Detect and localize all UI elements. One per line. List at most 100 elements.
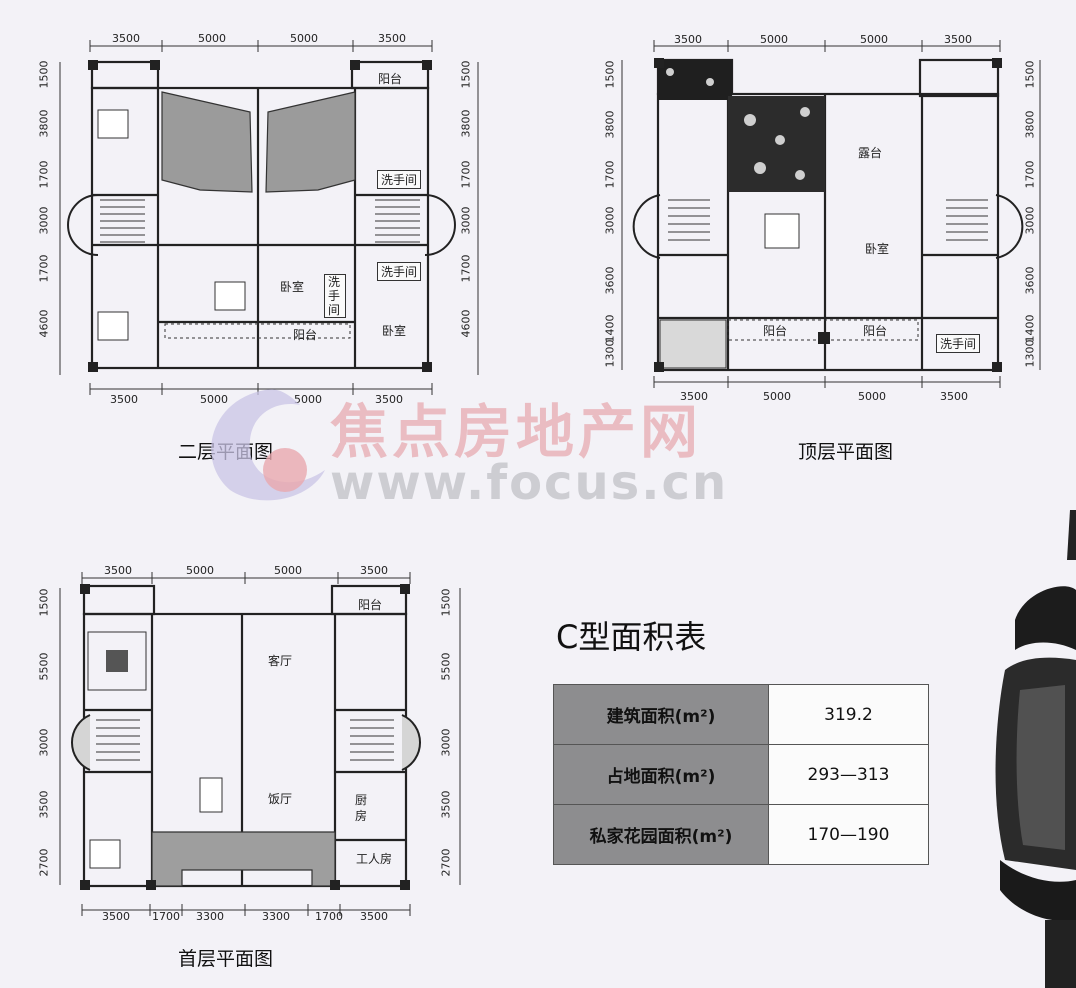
street-lamp-image: [995, 510, 1076, 988]
room-bedroom-center: 卧室: [280, 280, 305, 294]
dim-top-2: 5000: [760, 33, 788, 46]
dim-top-2: 5000: [198, 32, 226, 45]
dim-left-6: 1400: [603, 314, 617, 343]
table-row: 私家花园面积(m²) 170—190: [553, 804, 929, 865]
dim-right-5: 1700: [459, 254, 473, 283]
dim-right-5: 3600: [1023, 266, 1037, 295]
dim-top-4: 3500: [378, 32, 406, 45]
room-balcony-right: 阳台: [863, 324, 888, 338]
dim-left-4: 3500: [37, 790, 51, 819]
row-label: 私家花园面积(m²): [553, 804, 769, 865]
dim-bottom-1: 3500: [110, 393, 138, 406]
dim-top-2: 5000: [186, 564, 214, 577]
dim-left-3: 3000: [37, 728, 51, 757]
row-value: 170—190: [768, 804, 929, 865]
first-floor-caption: 首层平面图: [178, 948, 274, 970]
dim-left-1: 1500: [37, 60, 51, 89]
dim-bottom-4: 3500: [375, 393, 403, 406]
first-floor-drawing: [59, 572, 461, 916]
room-bedroom: 卧室: [865, 242, 890, 256]
room-balcony-top: 阳台: [378, 72, 403, 86]
dim-top-3: 5000: [290, 32, 318, 45]
room-bath: 洗手间: [936, 334, 981, 353]
dim-right-2: 3800: [1023, 110, 1037, 139]
dim-right-3: 1700: [1023, 160, 1037, 189]
dim-right-5: 2700: [439, 848, 453, 877]
dim-bottom-2: 1700: [152, 910, 180, 923]
top-floor-drawing: [621, 40, 1041, 388]
room-dining: 饭厅: [268, 792, 293, 806]
dim-bottom-3: 3300: [196, 910, 224, 923]
dim-left-5: 1700: [37, 254, 51, 283]
dim-bottom-1: 3500: [102, 910, 130, 923]
room-servant: 工人房: [356, 852, 393, 866]
dim-left-2: 3800: [603, 110, 617, 139]
dim-bottom-1: 3500: [680, 390, 708, 403]
dim-top-1: 3500: [112, 32, 140, 45]
dim-right-3: 3000: [439, 728, 453, 757]
row-value: 319.2: [768, 684, 929, 745]
dim-bottom-2: 5000: [200, 393, 228, 406]
dim-left-6: 4600: [37, 309, 51, 338]
row-label: 建筑面积(m²): [553, 684, 769, 745]
dim-left-2: 3800: [37, 109, 51, 138]
top-floor-plan: 3500 5000 5000 3500 3500 5000 5000 3500 …: [560, 0, 1076, 470]
dim-right-4: 3500: [439, 790, 453, 819]
dim-right-1: 1500: [1023, 60, 1037, 89]
room-bath-right-2: 洗手间: [377, 262, 422, 281]
dim-top-4: 3500: [944, 33, 972, 46]
dim-left-5: 3600: [603, 266, 617, 295]
dim-left-7: 1300: [603, 339, 617, 368]
room-bath-center: 洗手间: [324, 274, 346, 318]
dim-left-2: 5500: [37, 652, 51, 681]
dim-right-6: 1400: [1023, 314, 1037, 343]
dim-left-4: 3000: [603, 206, 617, 235]
row-label: 占地面积(m²): [553, 744, 769, 805]
dim-bottom-4: 3500: [940, 390, 968, 403]
room-bedroom-right: 卧室: [382, 324, 407, 338]
dim-bottom-5: 1700: [315, 910, 343, 923]
watermark-site-name: 焦点房地产网: [330, 398, 703, 466]
table-row: 建筑面积(m²) 319.2: [553, 684, 929, 745]
dim-bottom-2: 5000: [763, 390, 791, 403]
room-terrace: 露台: [858, 146, 883, 160]
top-floor-caption: 顶层平面图: [798, 441, 894, 463]
room-living: 客厅: [268, 654, 293, 668]
room-balcony: 阳台: [358, 598, 383, 612]
dim-right-7: 1300: [1023, 339, 1037, 368]
table-row: 占地面积(m²) 293—313: [553, 744, 929, 805]
dim-left-1: 1500: [37, 588, 51, 617]
dim-left-4: 3000: [37, 206, 51, 235]
dim-top-1: 3500: [104, 564, 132, 577]
room-kitchen: 厨房: [355, 793, 368, 823]
dim-top-4: 3500: [360, 564, 388, 577]
dim-right-1: 1500: [439, 588, 453, 617]
dim-right-1: 1500: [459, 60, 473, 89]
dim-right-4: 3000: [459, 206, 473, 235]
dim-bottom-3: 5000: [858, 390, 886, 403]
dim-right-4: 3000: [1023, 206, 1037, 235]
dim-left-3: 1700: [603, 160, 617, 189]
dim-top-3: 5000: [274, 564, 302, 577]
room-balcony-left: 阳台: [763, 324, 788, 338]
area-table: 建筑面积(m²) 319.2 占地面积(m²) 293—313 私家花园面积(m…: [553, 684, 929, 865]
dim-left-3: 1700: [37, 160, 51, 189]
first-floor-plan: 3500 5000 5000 3500 3500 1700 3300 3300 …: [0, 540, 520, 988]
dim-top-3: 5000: [860, 33, 888, 46]
dim-right-2: 5500: [439, 652, 453, 681]
dim-right-6: 4600: [459, 309, 473, 338]
dim-bottom-6: 3500: [360, 910, 388, 923]
watermark-url: www.focus.cn: [330, 455, 729, 511]
dim-top-1: 3500: [674, 33, 702, 46]
room-bath-right: 洗手间: [377, 170, 422, 189]
area-table-title: C型面积表: [556, 618, 707, 656]
dim-left-1: 1500: [603, 60, 617, 89]
dim-bottom-4: 3300: [262, 910, 290, 923]
room-balcony-bottom: 阳台: [293, 328, 318, 342]
second-floor-drawing: [59, 40, 479, 395]
dim-right-2: 3800: [459, 109, 473, 138]
row-value: 293—313: [768, 744, 929, 805]
dim-bottom-3: 5000: [294, 393, 322, 406]
dim-left-5: 2700: [37, 848, 51, 877]
